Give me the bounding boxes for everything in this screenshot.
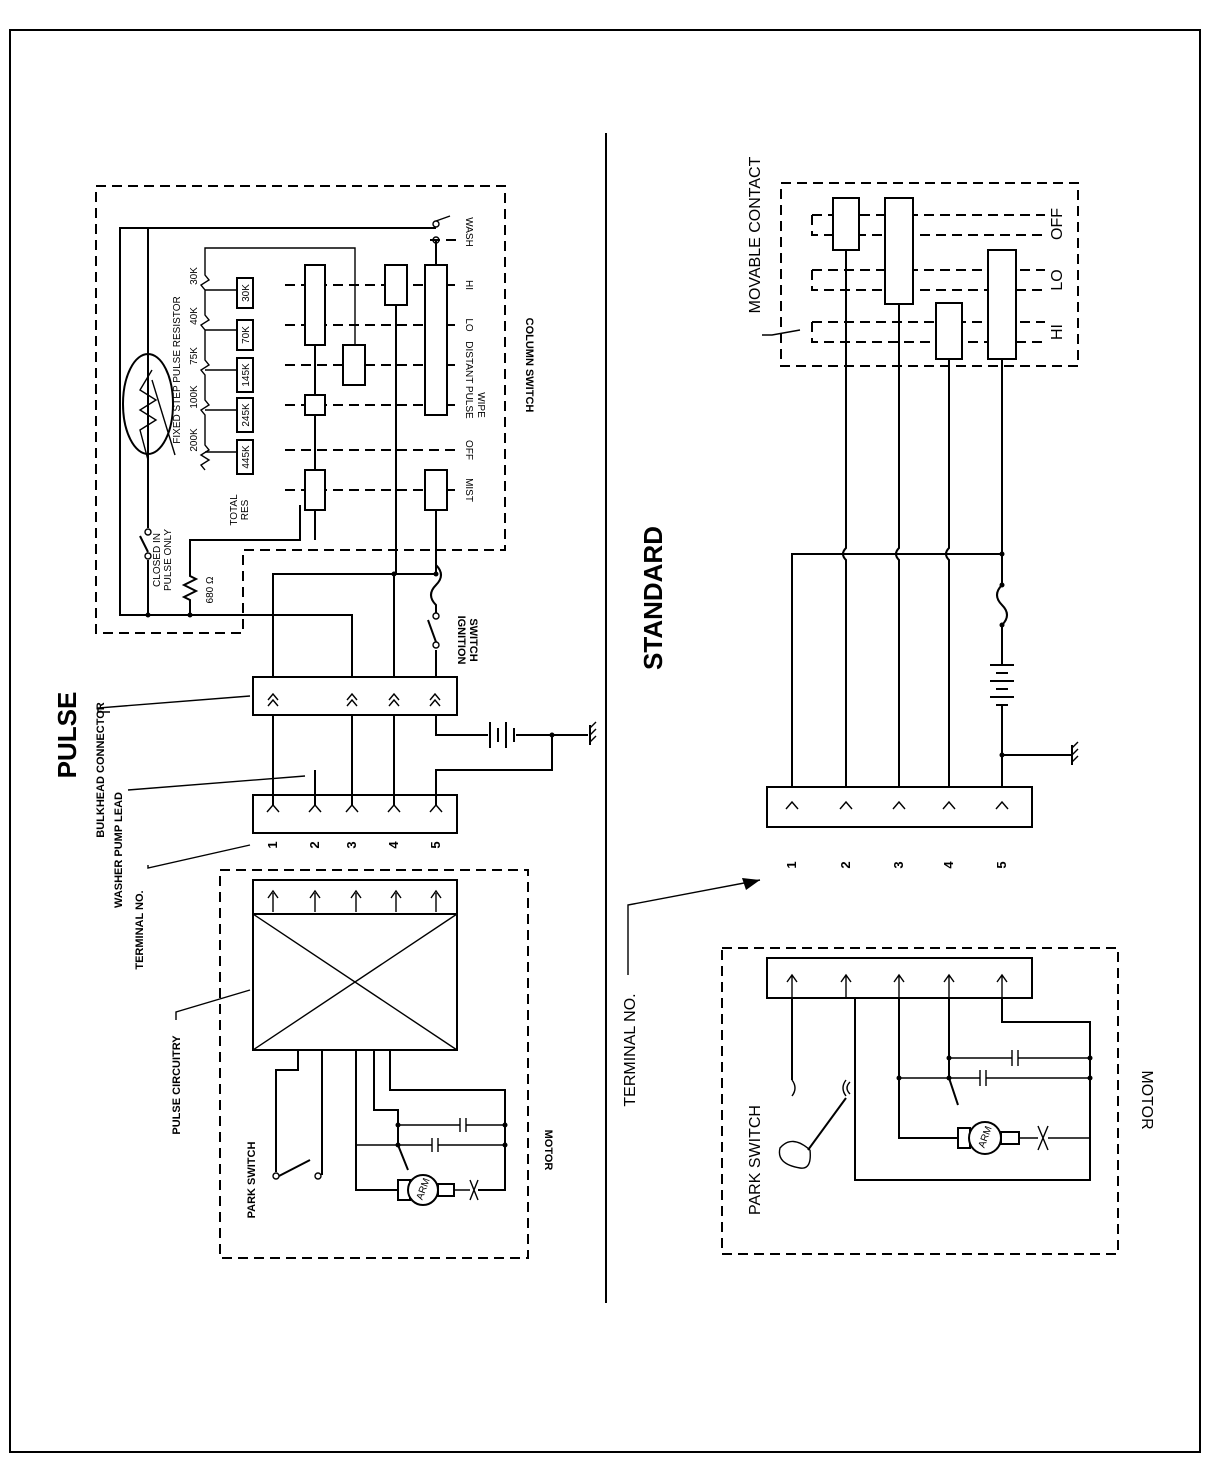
standard-movable-contacts [832,197,1017,360]
std-pos-lo: LO [1049,269,1066,290]
std-terminal-3: 3 [891,861,906,868]
std-pos-off: OFF [1049,208,1066,240]
pulse-park-switch-label: PARK SWITCH [246,1142,258,1219]
pulse-resistor-ellipse [122,353,174,455]
resistor-value-4: 30K [189,267,200,285]
standard-section: STANDARD MOVABLE CONTACT OFF LO HI [622,156,1155,1255]
standard-battery [990,664,1014,706]
std-terminal-5: 5 [994,861,1009,868]
pulse-movable-contacts [304,264,448,511]
pulse-terminal-3: 3 [344,841,359,848]
pulse-motor-label: MOTOR [542,1130,554,1171]
pos-mist: MIST [463,478,474,502]
pulse-terminal-2: 2 [307,841,322,848]
pulse-terminal-1: 1 [265,841,280,848]
resistor-ladder [199,247,356,471]
standard-terminal-box [766,786,1033,828]
pulse-motor-arrows [267,889,442,912]
std-terminal-4: 4 [941,861,956,869]
diagram-frame [9,29,1201,1453]
column-switch-label: COLUMN SWITCH [523,318,535,413]
standard-title: STANDARD [638,526,668,670]
pulse-terminal-5: 5 [428,841,443,848]
ignition-label-2: SWITCH [467,618,479,661]
total-value-1: 245K [241,403,252,427]
ignition-label-1: IGNITION [455,616,467,665]
pulse-motor-box [219,869,529,1259]
pulse-only-switch [139,228,152,615]
ignition-switch [427,562,442,649]
total-value-2: 145K [241,363,252,387]
terminal-box [252,794,458,834]
battery-symbol [489,722,515,748]
washer-pump-label: WASHER PUMP LEAD [113,792,125,908]
res-680-label: 680 Ω [205,576,216,603]
pos-wipe: WIPE [475,392,486,418]
standard-switch-box [780,182,1079,367]
fixed-step-label: FIXED STEP PULSE RESISTOR [172,296,183,443]
std-park-switch-label: PARK SWITCH [747,1105,764,1215]
standard-ground-symbol [1071,741,1079,765]
bulkhead-connector-box [252,676,458,716]
total-res-label-1: TOTAL [229,494,240,526]
standard-terminal-chevrons [785,800,1009,810]
std-terminal-2: 2 [838,861,853,868]
pos-distant-pulse: DISTANT PULSE [463,341,474,419]
total-value-3: 70K [241,326,252,344]
closed-in-label-2: PULSE ONLY [163,529,174,591]
closed-in-label-1: CLOSED IN [152,533,163,587]
pos-lo: LO [463,318,474,332]
terminal-no-label: TERMINAL NO. [134,890,146,969]
standard-motor-box [721,947,1119,1255]
total-res-boxes [236,277,254,475]
column-switch-box [95,185,506,634]
std-terminal-no-label: TERMINAL NO. [622,993,639,1106]
pulse-title: PULSE [52,692,82,779]
pos-wash: WASH [463,217,474,247]
bulkhead-chevrons [267,692,441,707]
resistor-value-2: 75K [189,347,200,365]
pos-hi: HI [463,280,474,290]
total-res-label-2: RES [240,499,251,520]
pulse-motor-terminal-strip [252,879,458,915]
total-value-4: 30K [241,284,252,302]
std-terminal-1: 1 [784,861,799,868]
resistor-value-1: 100K [189,385,200,409]
resistor-value-3: 40K [189,307,200,325]
pos-off: OFF [463,440,474,460]
pulse-terminal-4: 4 [386,841,401,849]
ground-symbol [589,721,597,745]
pulse-section: PULSE COLUMN SWITCH [52,185,597,1259]
total-value-0: 445K [241,445,252,469]
pulse-circuitry-label: PULSE CIRCUITRY [171,1035,183,1135]
std-motor-label: MOTOR [1138,1070,1155,1129]
movable-contact-label: MOVABLE CONTACT [747,156,764,313]
standard-motor-arrows [786,973,1008,998]
resistor-value-0: 200K [189,428,200,452]
bulkhead-label: BULKHEAD CONNECTOR [95,702,107,838]
std-pos-hi: HI [1049,324,1066,340]
